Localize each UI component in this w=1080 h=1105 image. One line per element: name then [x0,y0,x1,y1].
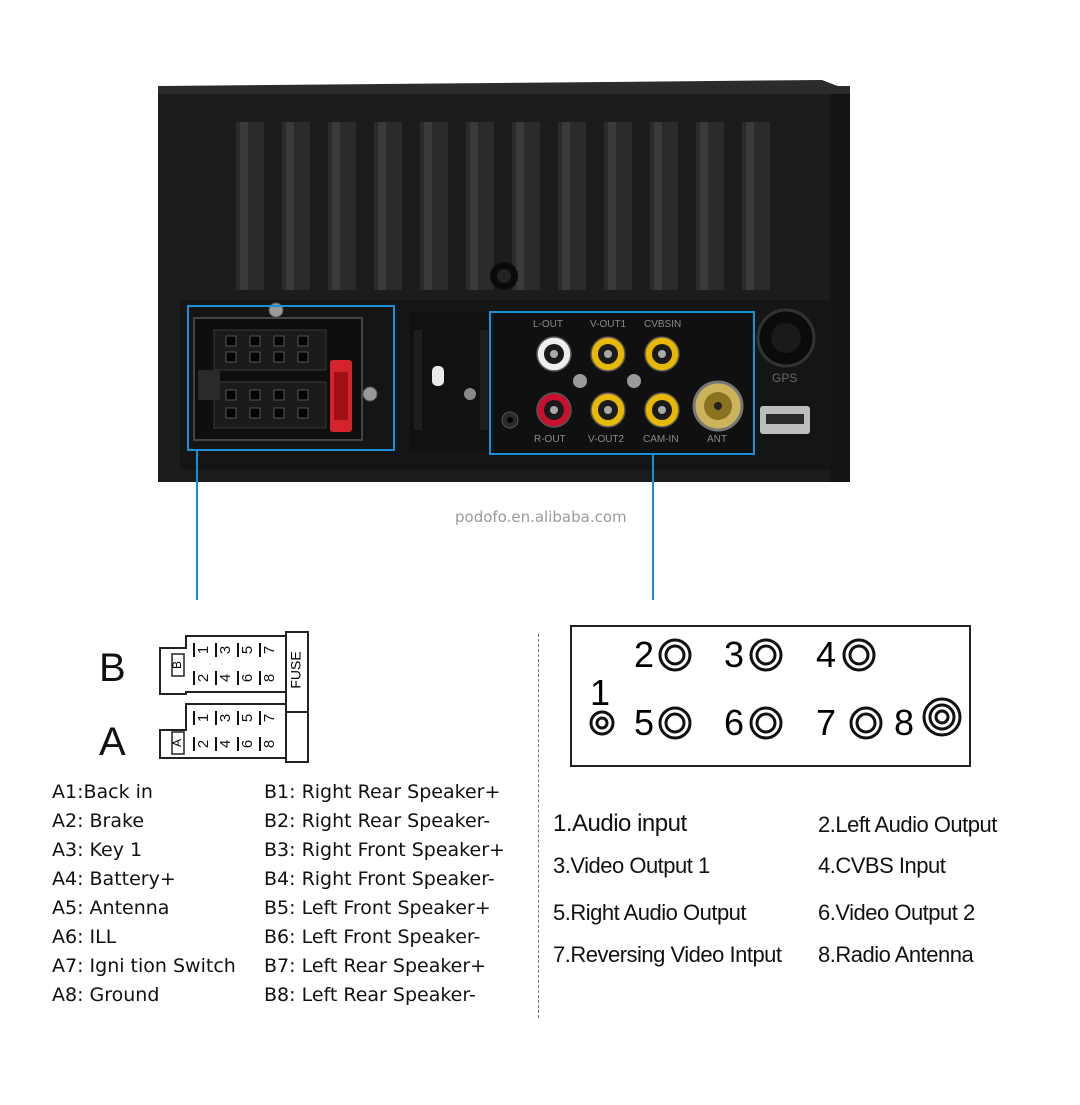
row-b-label: B [170,661,184,669]
iso-pin-number: 5 [239,646,256,654]
port-num-7: 7 [816,702,836,743]
fuse-label: FUSE [288,651,304,688]
a-pin-7: A7: Igni tion Switch [52,955,236,977]
a-pin-5: A5: Antenna [52,897,170,919]
port-num-1: 1 [590,672,610,713]
b-pin-5: B5: Left Front Speaker+ [264,897,491,919]
rca-highlight-box [489,311,755,455]
rca-jack [644,392,680,428]
port-num-5: 5 [634,702,654,743]
iso-pin-number: 3 [217,714,234,722]
svg-text:ANT: ANT [707,434,727,445]
iso-pin-number: 8 [261,740,278,748]
a-pin-2: A2: Brake [52,810,145,832]
port-num-4: 4 [816,634,836,675]
b-pin-3: B3: Right Front Speaker+ [264,839,505,861]
svg-text:V-OUT2: V-OUT2 [588,434,625,445]
port-circle-7 [849,706,883,740]
iso-pin-number: 6 [239,740,256,748]
rca-jack [536,392,572,428]
row-a-label: A [170,739,184,747]
port-desc-6: 6.Video Output 2 [818,900,975,925]
svg-text:CVBSIN: CVBSIN [644,319,681,330]
port-desc-8: 8.Radio Antenna [818,942,974,967]
svg-text:L-OUT: L-OUT [533,319,563,330]
rca-jack [644,336,680,372]
port-circle-4 [842,638,876,672]
a-pin-list: A1:Back in A2: Brake A3: Key 1 A4: Batte… [52,778,236,1010]
rca-jack [590,392,626,428]
port-circle-1 [589,710,615,736]
iso-pin-number: 4 [217,740,234,748]
gps-usb-area: GPS [756,308,816,434]
port-diagram: 1 2 3 4 5 6 7 8 [570,625,971,767]
iso-connector-block [193,302,378,441]
b-pin-6: B6: Left Front Speaker- [264,926,481,948]
port-num-2: 2 [634,634,654,675]
iso-pin-number: 1 [195,714,212,722]
a-pin-4: A4: Battery+ [52,868,176,890]
iso-highlight-box [187,305,395,451]
connector-a-letter: A [99,720,126,764]
b-pin-2: B2: Right Rear Speaker- [264,810,491,832]
b-pin-list: B1: Right Rear Speaker+ B2: Right Rear S… [264,778,505,1010]
a-pin-3: A3: Key 1 [52,839,143,861]
b-pin-8: B8: Left Rear Speaker- [264,984,476,1006]
port-circle-8 [922,697,962,737]
b-pin-7: B7: Left Rear Speaker+ [264,955,487,977]
iso-pin-number: 4 [217,674,234,682]
port-desc-1: 1.Audio input [553,810,687,837]
iso-pin-number: 2 [195,674,212,682]
port-circle-2 [658,638,692,672]
a-pin-1: A1:Back in [52,781,153,803]
port-circle-3 [749,638,783,672]
port-num-8: 8 [894,702,914,743]
b-pin-1: B1: Right Rear Speaker+ [264,781,501,803]
port-circle-5 [658,706,692,740]
svg-text:GPS: GPS [772,371,797,385]
iso-pin-number: 7 [261,714,278,722]
a-pin-8: A8: Ground [52,984,160,1006]
port-desc-2: 2.Left Audio Output [818,812,997,837]
iso-pin-number: 1 [195,646,212,654]
rca-jack [536,336,572,372]
iso-pin-number: 6 [239,674,256,682]
b-pin-4: B4: Right Front Speaker- [264,868,495,890]
rca-block: L-OUT V-OUT1 CVBSIN R-OUT V-OUT2 CAM-IN … [494,312,752,456]
port-desc-4: 4.CVBS Input [818,853,946,878]
svg-text:V-OUT1: V-OUT1 [590,319,627,330]
svg-text:CAM-IN: CAM-IN [643,434,679,445]
port-desc-5: 5.Right Audio Output [553,900,747,925]
svg-text:R-OUT: R-OUT [534,434,566,445]
iso-pin-number: 8 [261,674,278,682]
iso-pin-number: 7 [261,646,278,654]
connector-b-letter: B [99,646,126,690]
middle-vent [410,312,490,452]
port-num-3: 3 [724,634,744,675]
divider [538,634,539,1018]
iso-pin-number: 2 [195,740,212,748]
port-desc-3: 3.Video Output 1 [553,853,710,878]
iso-pin-number: 3 [217,646,234,654]
port-num-6: 6 [724,702,744,743]
iso-pin-number: 5 [239,714,256,722]
stereo-rear-panel: L-OUT V-OUT1 CVBSIN R-OUT V-OUT2 CAM-IN … [158,80,850,600]
watermark: podofo.en.alibaba.com [455,508,627,526]
port-desc-7: 7.Reversing Video Intput [553,942,782,967]
port-circle-6 [749,706,783,740]
rca-jack [590,336,626,372]
a-pin-6: A6: ILL [52,926,117,948]
heat-sink-fins [236,122,770,290]
